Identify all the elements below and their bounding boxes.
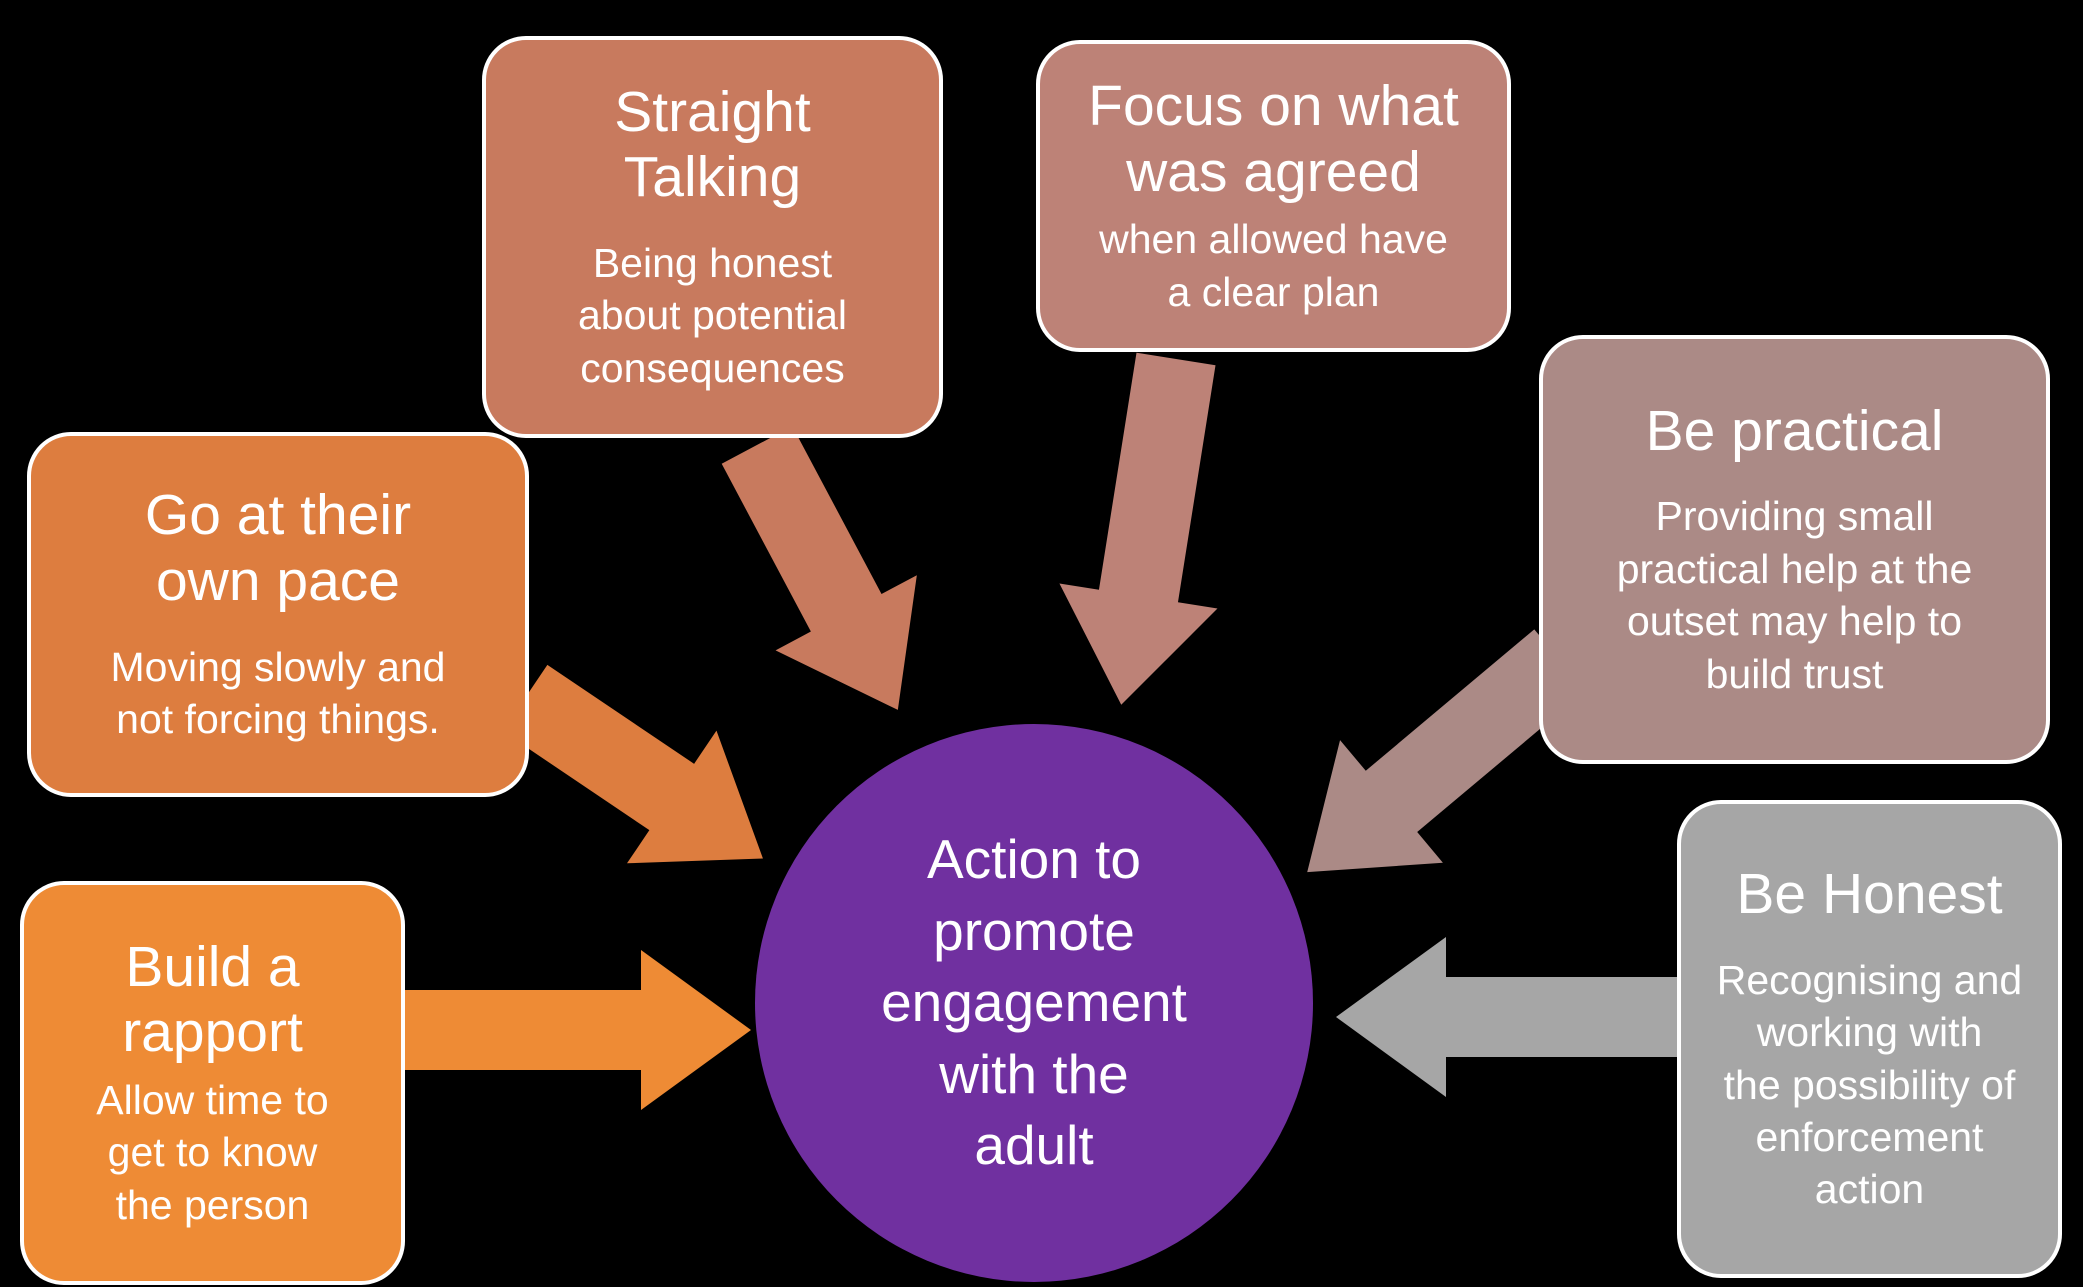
arrow-straight-talking [721,426,917,710]
central-circle: Action to promote engagement with the ad… [755,724,1313,1282]
box-title: Be practical [1645,398,1944,463]
arrow-be-honest [1336,937,1700,1097]
box-body: when allowed have a clear plan [1099,216,1448,315]
box-body: Being honest about potential consequence… [577,239,847,391]
box-be-honest: Be Honest Recognising and working with t… [1677,800,2062,1278]
arrow-build-rapport [399,950,751,1110]
box-title: Be Honest [1736,862,2003,927]
box-go-at-their-own-pace: Go at their own pace Moving slowly and n… [27,432,529,797]
box-body: Allow time to get to know the person [96,1076,329,1228]
arrow-focus-agreed [1059,352,1218,705]
arrow-be-practical [1307,629,1586,873]
box-body: Recognising and working with the possibi… [1716,956,2023,1213]
box-straight-talking: Straight Talking Being honest about pote… [482,36,943,438]
box-title: Build a rapport [122,934,303,1065]
box-title: Go at their own pace [144,483,412,614]
box-focus-on-what-was-agreed: Focus on what was agreed when allowed ha… [1036,40,1511,352]
box-body: Providing small practical help at the ou… [1616,493,1973,697]
box-body: Moving slowly and not forcing things. [110,643,446,743]
arrow-own-pace [502,664,763,864]
box-be-practical: Be practical Providing small practical h… [1539,335,2050,764]
box-title: Focus on what was agreed [1088,73,1459,204]
box-build-a-rapport: Build a rapport Allow time to get to kno… [20,881,405,1285]
box-title: Straight Talking [614,79,811,210]
